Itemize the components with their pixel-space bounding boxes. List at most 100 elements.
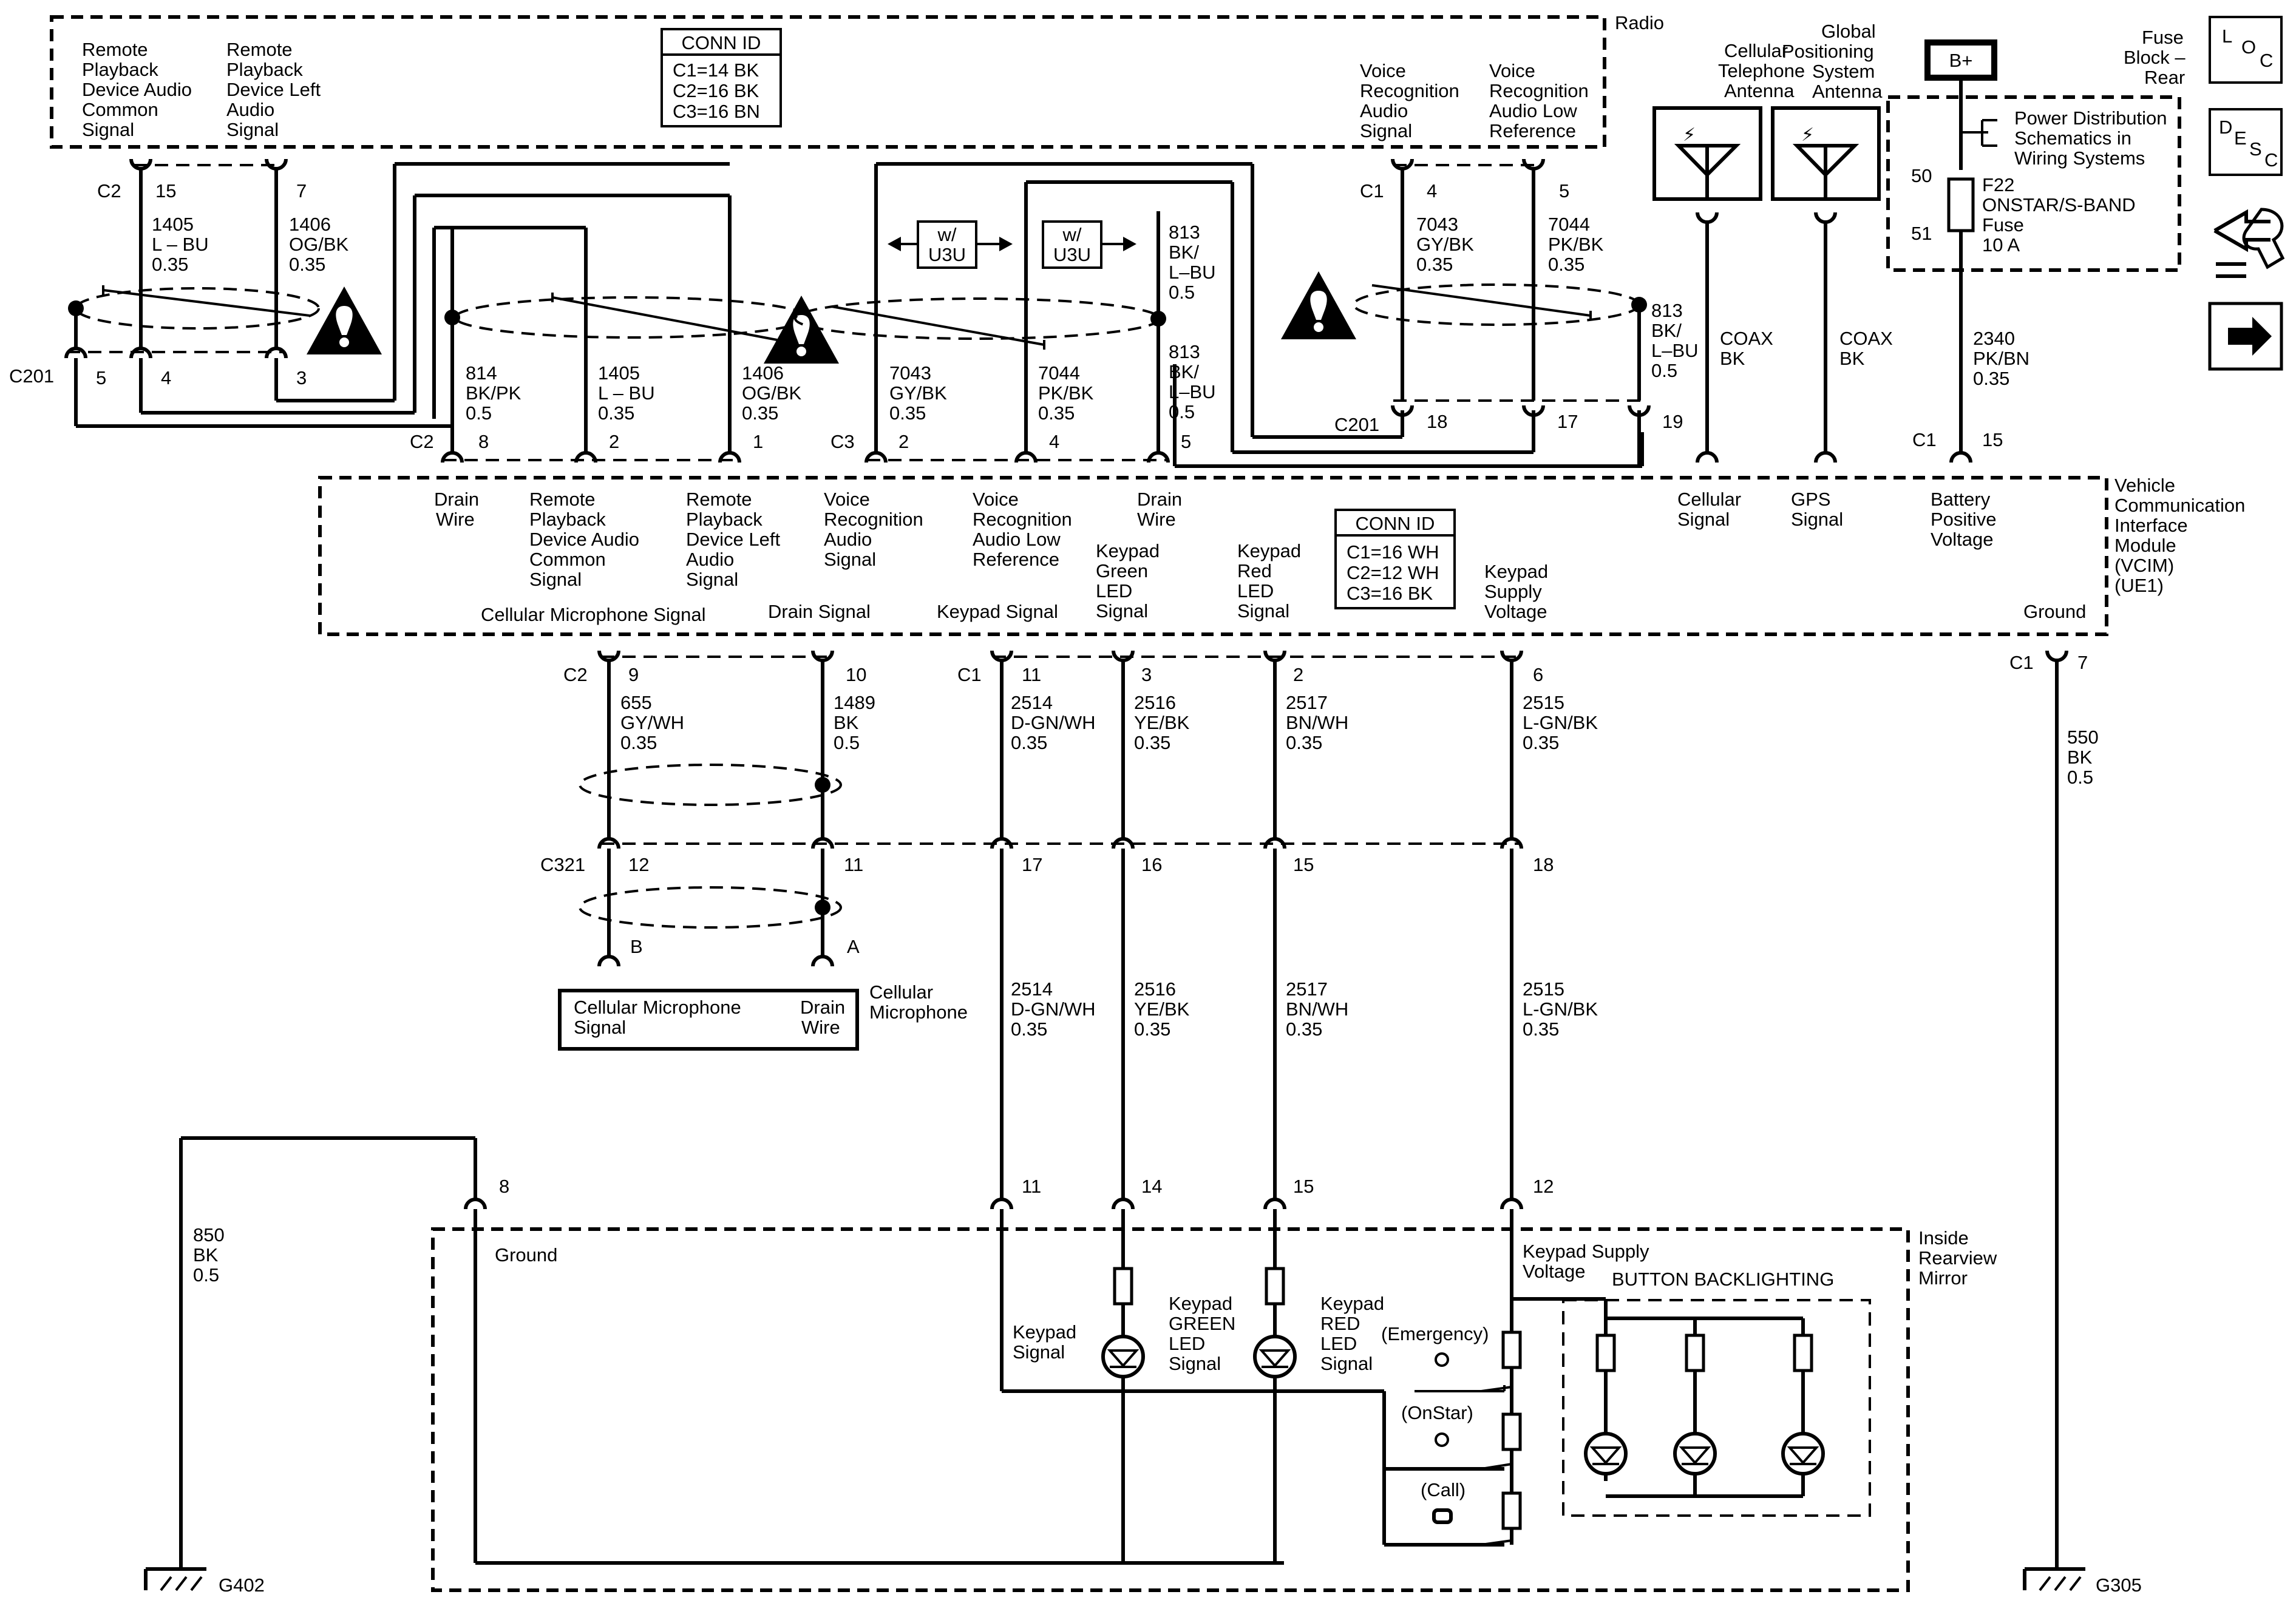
- radio-connectors: C2 15 7 C1 4 5: [97, 159, 1569, 202]
- emergency-icon: [1435, 1352, 1449, 1367]
- svg-text:C1: C1: [1912, 429, 1937, 450]
- svg-text:50: 50: [1911, 165, 1932, 186]
- g402-label: G402: [219, 1574, 265, 1596]
- svg-text:Wire: Wire: [801, 1017, 840, 1038]
- radio-conn-id: CONN ID C1=14 BK C2=16 BK C3=16 BN: [661, 28, 782, 127]
- svg-text:1: 1: [753, 431, 763, 452]
- svg-text:2: 2: [1293, 664, 1303, 685]
- loc-icon[interactable]: L O C: [2209, 16, 2283, 84]
- svg-text:C1=16 WH: C1=16 WH: [1347, 541, 1439, 563]
- option-u3u-2: w/ U3U: [1042, 220, 1136, 269]
- svg-text:5: 5: [96, 367, 106, 388]
- battery-b-plus: [1924, 39, 1997, 81]
- svg-text:Cellular Microphone: Cellular Microphone: [574, 997, 741, 1018]
- svg-text:3: 3: [296, 367, 307, 388]
- svg-text:11: 11: [844, 854, 863, 875]
- vcim-cell-mic-signal: Cellular Microphone Signal: [481, 604, 705, 625]
- svg-text:2: 2: [609, 431, 619, 452]
- vcim-drain-signal: Drain Signal: [768, 601, 871, 622]
- desc-icon[interactable]: D E S C: [2209, 108, 2283, 176]
- svg-text:15: 15: [1293, 854, 1314, 875]
- svg-text:17: 17: [1022, 854, 1042, 875]
- svg-text:4: 4: [1427, 180, 1437, 202]
- svg-text:2: 2: [898, 431, 909, 452]
- backlight-led-2: [1673, 1318, 1717, 1496]
- svg-text:B: B: [630, 936, 643, 957]
- svg-text:9: 9: [628, 664, 639, 685]
- svg-text:C201: C201: [9, 365, 54, 387]
- svg-text:C1=14 BK: C1=14 BK: [673, 59, 759, 81]
- vcim-ground: Ground: [2023, 601, 2086, 622]
- svg-text:A: A: [847, 936, 860, 957]
- onstar-icon: [1435, 1432, 1449, 1447]
- svg-text:C3=16 BN: C3=16 BN: [673, 101, 760, 122]
- svg-text:19: 19: [1662, 411, 1683, 432]
- svg-text:U3U: U3U: [928, 244, 966, 265]
- svg-text:Drain: Drain: [800, 997, 845, 1018]
- cellular-microphone: Cellular Microphone Signal Drain Wire Ce…: [558, 981, 968, 1051]
- ground-g305: G305: [2023, 1554, 2142, 1596]
- svg-text:12: 12: [628, 854, 649, 875]
- next-page-icon[interactable]: [2208, 302, 2283, 371]
- svg-text:14: 14: [1141, 1176, 1162, 1197]
- svg-text:C2: C2: [410, 431, 434, 452]
- side-icons[interactable]: L O C D E S C: [2208, 16, 2285, 371]
- caution-icon: [307, 286, 382, 354]
- mirror-ground: Ground: [495, 1244, 557, 1266]
- call-icon: [1432, 1508, 1453, 1524]
- svg-text:C201: C201: [1334, 414, 1379, 435]
- svg-text:8: 8: [478, 431, 489, 452]
- svg-text:w/: w/: [1062, 224, 1082, 245]
- vcim-conn-id: CONN ID C1=16 WH C2=12 WH C3=16 BK: [1334, 509, 1456, 609]
- caution-icon: [1281, 271, 1356, 339]
- svg-text:C3=16 BK: C3=16 BK: [1347, 583, 1433, 604]
- svg-text:7: 7: [296, 180, 307, 202]
- svg-text:C1: C1: [2009, 652, 2034, 673]
- svg-text:10: 10: [846, 664, 866, 685]
- svg-text:C3: C3: [830, 431, 855, 452]
- switch-emergency: (Emergency): [1381, 1323, 1489, 1344]
- repair-icon[interactable]: [2213, 208, 2285, 278]
- fuse-f22: [1947, 177, 1975, 232]
- svg-text:11: 11: [1022, 1176, 1041, 1197]
- svg-text:16: 16: [1141, 854, 1162, 875]
- svg-text:11: 11: [1022, 664, 1041, 685]
- svg-text:Signal: Signal: [574, 1017, 626, 1038]
- radio-pin-voice-rec-low: Voice Recognition Audio Low Reference: [1489, 60, 1594, 141]
- svg-text:4: 4: [161, 367, 171, 388]
- svg-text:C: C: [2260, 50, 2273, 71]
- svg-text:C: C: [2264, 149, 2278, 171]
